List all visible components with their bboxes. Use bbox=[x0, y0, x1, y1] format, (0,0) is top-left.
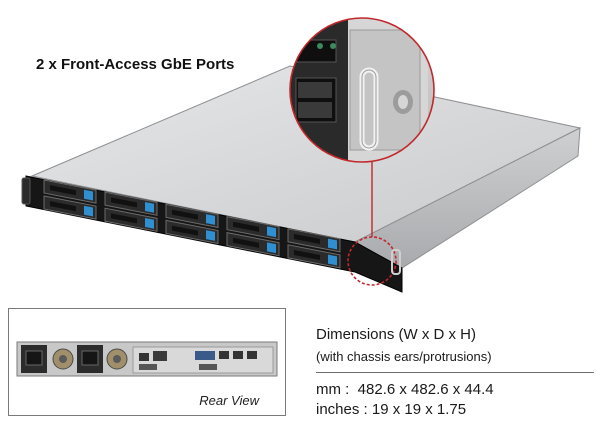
mm-label: mm : bbox=[316, 381, 350, 398]
zoom-detail bbox=[290, 18, 428, 162]
headline: 2 x Front-Access GbE Ports bbox=[36, 56, 235, 73]
dimensions-title: Dimensions (W x D x H) bbox=[316, 326, 477, 343]
drive-bay-icon bbox=[43, 179, 97, 204]
drive-bay-icon bbox=[104, 207, 158, 232]
drive-bay-icon bbox=[287, 228, 341, 253]
drive-bay-icon bbox=[226, 232, 280, 257]
mm-value: 482.6 x 482.6 x 44.4 bbox=[357, 381, 494, 398]
dimensions-inches-row: inches : 19 x 19 x 1.75 bbox=[316, 400, 592, 420]
handle-icon bbox=[391, 249, 401, 275]
drive-bay-icon bbox=[43, 195, 97, 220]
drive-bay-icon bbox=[165, 203, 219, 229]
drive-bays bbox=[43, 179, 341, 269]
rear-view-caption: Rear View bbox=[199, 393, 259, 408]
dimensions-block: Dimensions (W x D x H) (with chassis ear… bbox=[316, 326, 594, 420]
drive-bay-icon bbox=[165, 219, 219, 245]
vga-port bbox=[195, 351, 215, 360]
drive-bay-icon bbox=[226, 216, 280, 241]
dimensions-subtitle: (with chassis ears/protrusions) bbox=[316, 349, 492, 364]
inches-label: inches : bbox=[316, 401, 368, 418]
zoom-circle-border bbox=[289, 17, 435, 163]
dimensions-mm-row: mm : 482.6 x 482.6 x 44.4 bbox=[316, 380, 592, 400]
drive-bay-icon bbox=[104, 191, 158, 216]
inches-value: 19 x 19 x 1.75 bbox=[371, 401, 467, 418]
divider bbox=[316, 372, 594, 373]
left-handle-icon bbox=[21, 177, 31, 205]
drive-bay-icon bbox=[287, 244, 341, 269]
rear-view-image bbox=[16, 341, 278, 377]
rear-view-panel: Rear View bbox=[8, 308, 286, 416]
